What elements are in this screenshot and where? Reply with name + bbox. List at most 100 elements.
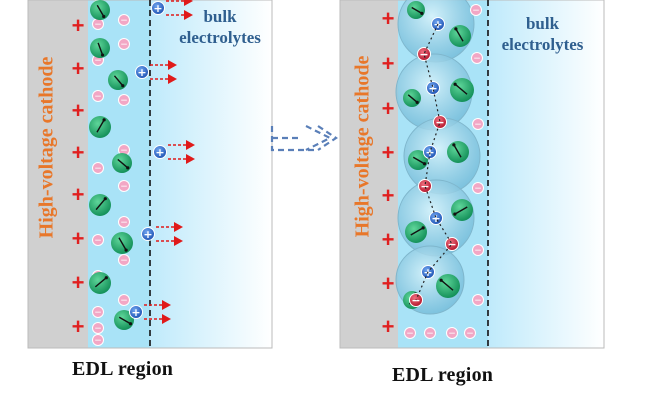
dipole-arrow: [96, 119, 105, 133]
dipole-arrowhead: [102, 14, 106, 19]
small-anion-sign: −: [120, 40, 128, 50]
small-anion: [472, 182, 484, 194]
dipole-arrowhead: [454, 27, 458, 31]
dipole-arrowhead: [453, 82, 457, 86]
drift-arrow-head: [168, 60, 177, 70]
drift-arrow-head: [168, 74, 177, 84]
ion-sign: +: [155, 146, 164, 159]
cation: [433, 115, 447, 129]
plus-sign: +: [382, 227, 395, 252]
small-anion-sign: −: [120, 96, 128, 106]
small-anion: [470, 4, 482, 16]
dipole-arrowhead: [453, 212, 457, 216]
small-anion: [118, 254, 130, 266]
dipole-arrowhead: [103, 197, 107, 201]
dipole-arrow: [118, 316, 131, 325]
small-anion: [118, 216, 130, 228]
drift-arrow-head: [186, 154, 195, 164]
dipole-arrowhead: [420, 11, 424, 15]
plus-sign: +: [72, 182, 85, 207]
plus-sign: +: [382, 271, 395, 296]
right-panel-border: [339, 0, 605, 349]
right-bulk-label: bulk electrolytes: [490, 13, 595, 55]
right-bulk-region: [488, 0, 604, 348]
dipole-arrow: [96, 4, 105, 17]
dipole-arrow: [411, 6, 423, 14]
small-anion-sign: −: [94, 324, 102, 334]
cation: [417, 47, 431, 61]
small-anion-sign: −: [473, 54, 481, 64]
small-anion-sign: −: [94, 20, 102, 30]
left-bulk-label: bulk electrolytes: [170, 6, 270, 48]
dipole-arrow: [97, 42, 104, 56]
small-anion: [472, 118, 484, 130]
small-anion: [92, 90, 104, 102]
ion-sign: +: [428, 82, 437, 95]
right-cathode: [340, 0, 400, 348]
anion: [423, 145, 437, 159]
dipole-arrow: [453, 144, 462, 158]
ion-sign: +: [153, 2, 162, 15]
dipole-arrowhead: [100, 53, 105, 57]
dipole-arrow: [440, 279, 454, 291]
drift-arrow-head: [174, 236, 183, 246]
dipole-arrowhead: [415, 100, 419, 104]
left-panel-border: [27, 0, 273, 349]
plus-sign: +: [382, 96, 395, 121]
right-solvation-clusters: +++++−−−−−−−−−−−−−−−: [395, 0, 484, 339]
plus-sign: +: [382, 314, 395, 339]
right-bulk-label-line2: electrolytes: [501, 35, 584, 54]
anion: [129, 305, 143, 319]
ion-sign: +: [137, 66, 146, 79]
anion: [153, 145, 167, 159]
ion-chain: [415, 23, 453, 301]
cation: [445, 237, 459, 251]
plus-sign: +: [72, 56, 85, 81]
plus-sign: +: [72, 270, 85, 295]
small-anion-sign: −: [474, 296, 482, 306]
left-ion-layer: −−−−−−−−−−−−−−−−−−−−: [89, 0, 134, 346]
dipole-arrow: [454, 206, 468, 215]
ion-sign: −: [411, 294, 420, 307]
small-anion-sign: −: [448, 329, 456, 339]
dipole-arrowhead: [452, 143, 456, 147]
small-anion: [118, 38, 130, 50]
left-cathode-label: High-voltage cathode: [35, 56, 58, 239]
dipole-arrowhead: [439, 278, 443, 282]
plus-sign: +: [382, 183, 395, 208]
ion-sign: −: [447, 238, 456, 251]
small-anion-sign: −: [120, 256, 128, 266]
small-anion-sign: −: [474, 246, 482, 256]
small-anion: [92, 334, 104, 346]
dipole-arrowhead: [126, 166, 130, 170]
dashed-double-arrow-icon: [270, 125, 338, 152]
dipole-arrowhead: [104, 276, 108, 280]
small-anion: [424, 327, 436, 339]
dipole-arrow: [94, 277, 107, 288]
small-anion: [118, 94, 130, 106]
plus-sign: +: [72, 314, 85, 339]
dipole-arrowhead: [128, 322, 133, 326]
small-anion: [471, 52, 483, 64]
right-cathode-label: High-voltage cathode: [351, 55, 374, 238]
small-anion: [92, 234, 104, 246]
plus-sign: +: [72, 98, 85, 123]
drift-arrow-head: [162, 300, 171, 310]
dipole-arrow: [113, 75, 124, 87]
plus-sign: +: [72, 13, 85, 38]
small-anion-sign: −: [474, 120, 482, 130]
small-anion-sign: −: [472, 6, 480, 16]
small-anion: [472, 294, 484, 306]
anion: [429, 211, 443, 225]
cation: [418, 179, 432, 193]
dipole-arrowhead: [422, 162, 427, 166]
ion-sign: −: [435, 116, 444, 129]
small-anion-sign: −: [120, 296, 128, 306]
dipole-arrow: [117, 158, 129, 169]
dipole-arrowhead: [421, 226, 425, 230]
right-bulk-label-line1: bulk: [525, 14, 560, 33]
dipole-arrow: [407, 94, 418, 103]
small-anion: [464, 327, 476, 339]
dipole-arrow: [118, 237, 127, 251]
ion-sign: +: [143, 228, 152, 241]
